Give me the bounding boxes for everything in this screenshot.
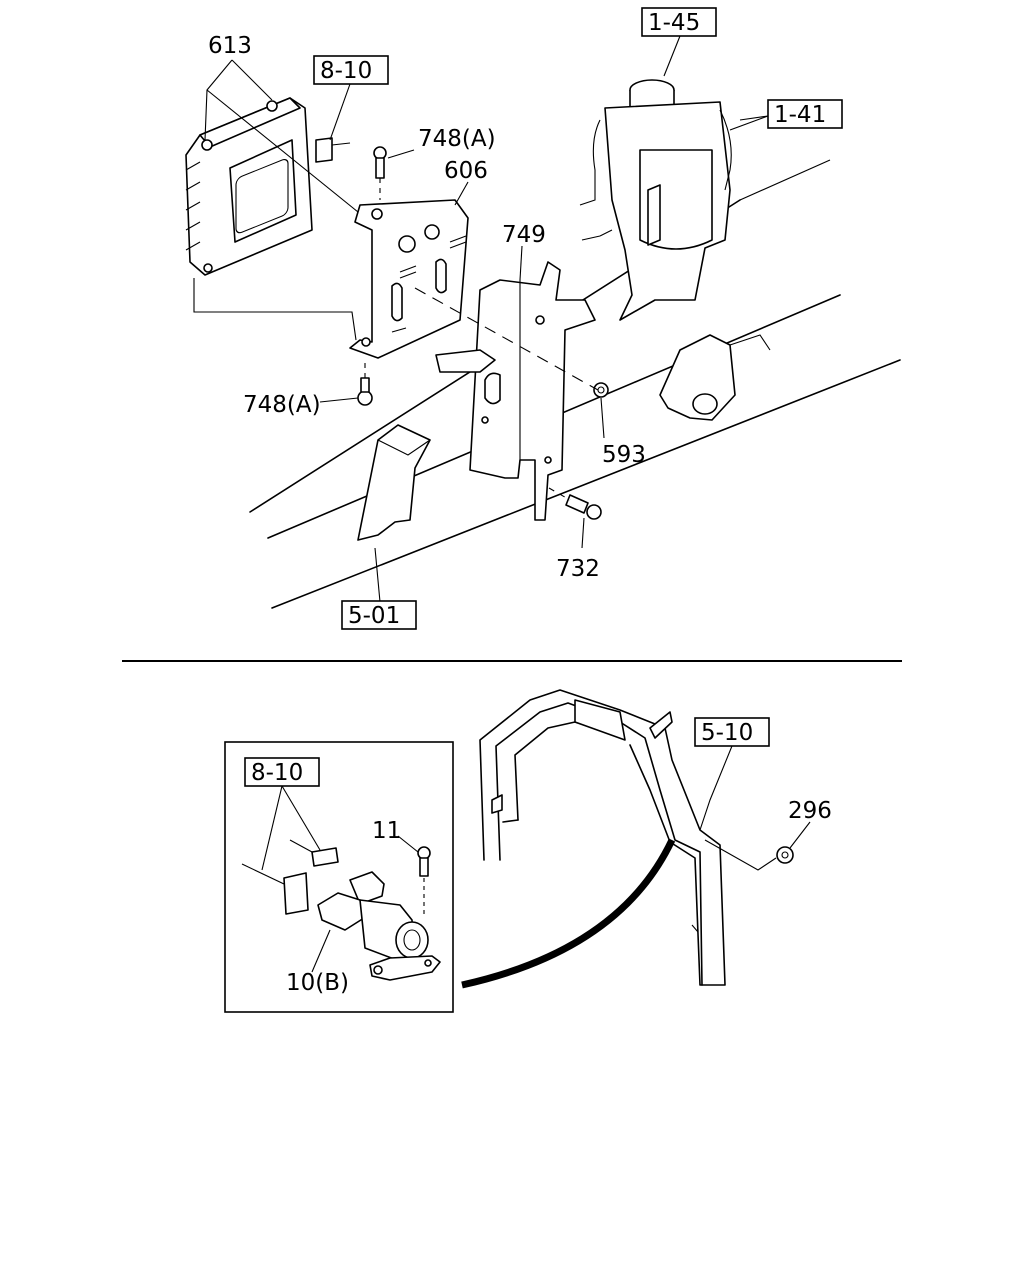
svg-text:593: 593 (602, 442, 646, 468)
callout-593: 593 (602, 442, 646, 468)
callout-732: 732 (556, 556, 600, 582)
callout-1-45: 1-45 (641, 7, 717, 37)
bolt-748a-bottom (357, 377, 373, 406)
fuel-filter-assembly (579, 79, 732, 321)
svg-text:8-10: 8-10 (320, 58, 372, 84)
frame-arch-5-10 (479, 689, 726, 986)
callout-8-10-top: 8-10 (313, 55, 389, 85)
callout-296: 296 (788, 798, 832, 824)
callout-5-10: 5-10 (694, 717, 770, 747)
svg-text:749: 749 (502, 222, 546, 248)
callout-749: 749 (502, 222, 546, 248)
mounting-bracket-606 (349, 199, 469, 359)
bolt-11 (417, 846, 431, 877)
callout-1-41: 1-41 (767, 99, 843, 129)
callout-613: 613 (208, 33, 252, 59)
frame-bracket (357, 424, 431, 541)
callout-5-01: 5-01 (341, 600, 417, 630)
svg-text:613: 613 (208, 33, 252, 59)
callout-11: 11 (372, 818, 401, 844)
connector-8-10-top (315, 137, 351, 163)
callout-748a-bottom: 748(A) (243, 392, 321, 418)
svg-text:5-01: 5-01 (348, 603, 400, 629)
svg-text:10(B): 10(B) (286, 970, 349, 996)
leader-lines-lower (699, 745, 811, 871)
nut-296 (776, 846, 794, 864)
frame-rail (249, 159, 901, 609)
callout-10b: 10(B) (286, 970, 349, 996)
bolt-748a-top (373, 146, 387, 179)
callout-8-10-inset: 8-10 (244, 757, 320, 787)
svg-text:732: 732 (556, 556, 600, 582)
connector-8-10-inset (241, 839, 339, 915)
leader-lines-inset (261, 785, 425, 973)
svg-text:748(A): 748(A) (243, 392, 321, 418)
svg-text:8-10: 8-10 (251, 760, 303, 786)
sensor-10b (317, 871, 441, 981)
bracket-749 (435, 261, 596, 521)
svg-text:1-41: 1-41 (774, 102, 826, 128)
detail-connector-curve (461, 838, 676, 989)
callout-606: 606 (444, 158, 488, 184)
leader-lines-upper (193, 35, 769, 603)
control-unit-613 (185, 97, 313, 276)
svg-text:296: 296 (788, 798, 832, 824)
callout-748a-top: 748(A) (418, 126, 496, 152)
svg-text:1-45: 1-45 (648, 10, 700, 36)
svg-text:606: 606 (444, 158, 488, 184)
frame-crossmember (659, 334, 771, 421)
svg-text:5-10: 5-10 (701, 720, 753, 746)
bolt-732 (565, 494, 602, 520)
svg-text:748(A): 748(A) (418, 126, 496, 152)
nut-593 (593, 382, 609, 398)
svg-text:11: 11 (372, 818, 401, 844)
